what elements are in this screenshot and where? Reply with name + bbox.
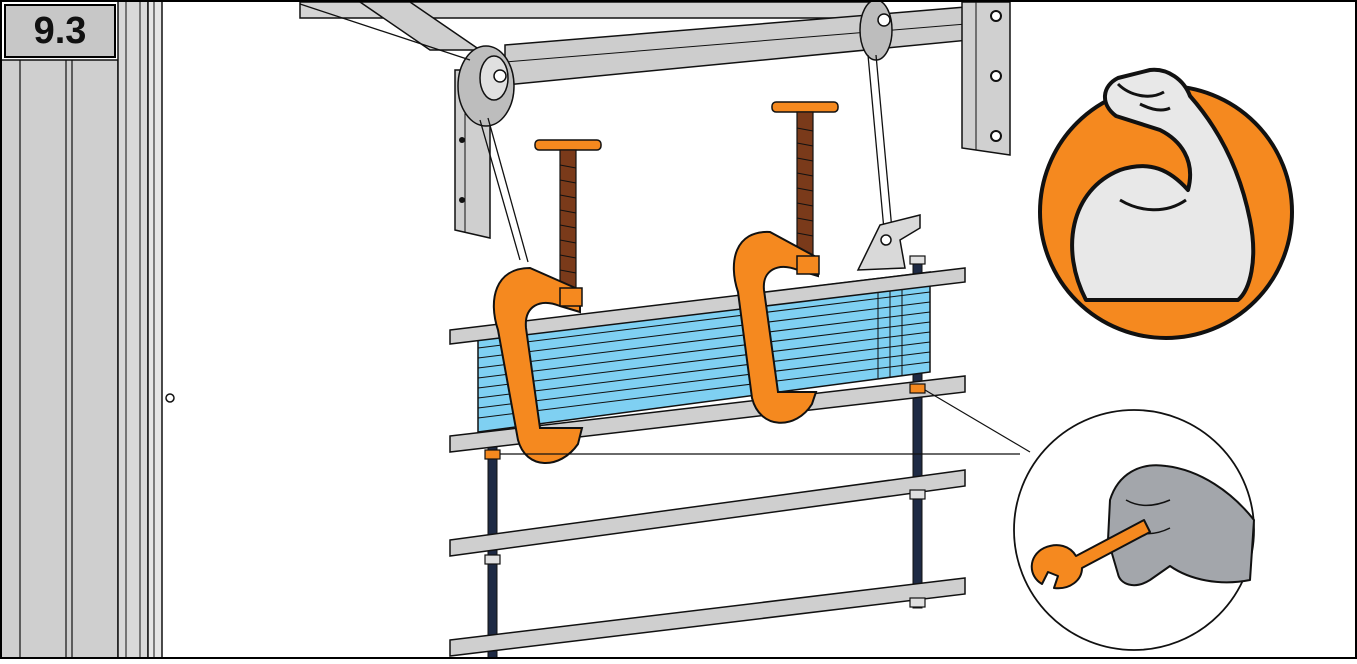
- gloved-hand: [1107, 464, 1255, 587]
- press-plates-lower: [449, 469, 966, 657]
- core-stack: [477, 271, 931, 433]
- rod-nuts: [484, 255, 926, 608]
- hoist-cables: [299, 3, 893, 263]
- left-frame-column: [0, 0, 175, 660]
- c-clamp-left: [492, 139, 602, 464]
- detail-callout-lines: [500, 389, 1031, 455]
- flexed-arm-icon: [1038, 67, 1294, 340]
- wrench-icon: [1030, 519, 1151, 590]
- step-number-badge: 9.3: [4, 4, 116, 58]
- c-clamp-right: [732, 101, 839, 424]
- wrench-detail: [1013, 409, 1255, 651]
- lifting-hook: [856, 214, 921, 271]
- overhead-gantry: [299, 0, 1011, 239]
- pulley-right: [859, 0, 893, 61]
- pulley-left: [457, 45, 515, 127]
